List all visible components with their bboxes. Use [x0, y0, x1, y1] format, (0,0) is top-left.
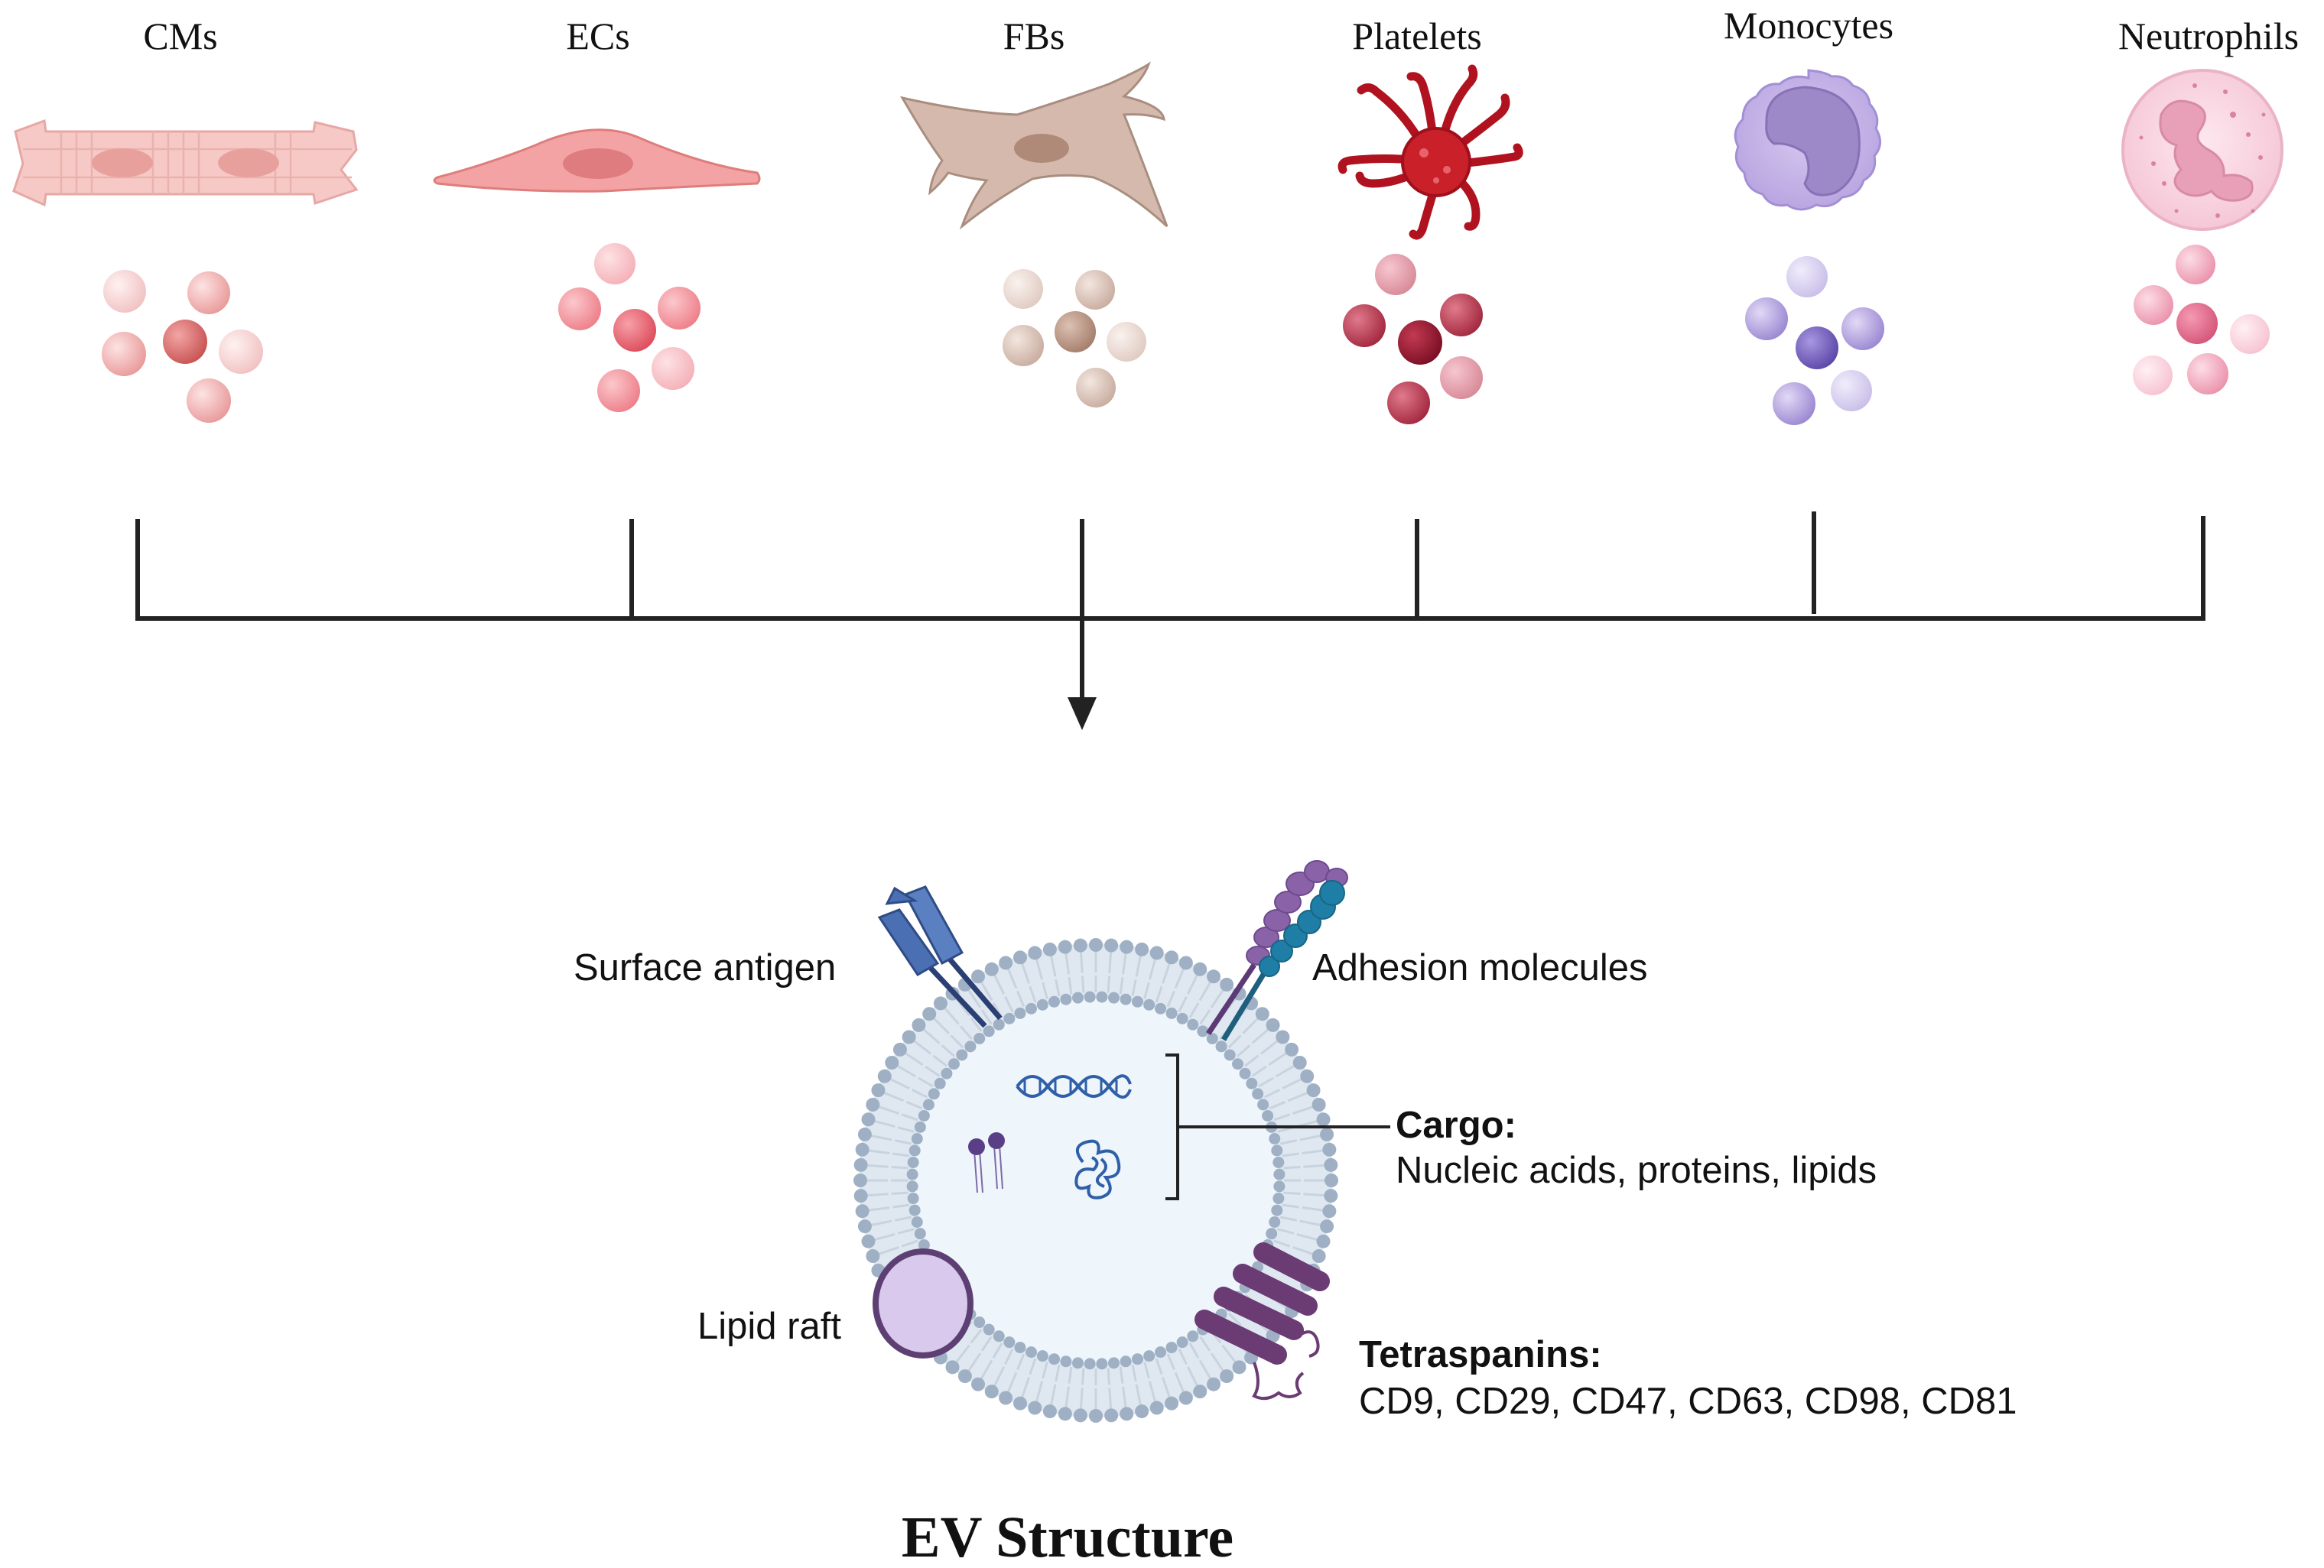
- tetraspanins-text: CD9, CD29, CD47, CD63, CD98, CD81: [1359, 1381, 2017, 1422]
- label-ecs: ECs: [566, 15, 629, 57]
- label-fbs: FBs: [1003, 15, 1065, 57]
- ev-labels: Surface antigen Adhesion molecules Cargo…: [574, 947, 2017, 1422]
- surface-antigen-label: Surface antigen: [574, 947, 836, 989]
- monocyte-cell-icon: [1734, 69, 1881, 211]
- label-neutrophils: Neutrophils: [2118, 15, 2299, 57]
- tetraspanins-title: Tetraspanins:: [1359, 1334, 1602, 1375]
- cargo-title: Cargo:: [1396, 1105, 1516, 1146]
- cargo-bracket: [1165, 1053, 1390, 1200]
- label-cms: CMs: [143, 15, 217, 57]
- lipid-molecule-icon: [968, 1132, 1005, 1193]
- fbs-ev-cluster: [1003, 269, 1146, 407]
- surface-antigen-icon: [877, 885, 1003, 1028]
- adhesion-molecules-icon: [1206, 860, 1348, 1041]
- down-arrow-icon: [1068, 697, 1097, 730]
- platelet-cell-icon: [1338, 64, 1523, 240]
- figure-title: EV Structure: [902, 1505, 1234, 1568]
- neutrophils-ev-cluster: [2133, 245, 2270, 395]
- adhesion-molecules-label: Adhesion molecules: [1312, 947, 1648, 989]
- ecs-ev-cluster: [558, 243, 700, 412]
- neutrophil-cell-icon: [2121, 69, 2283, 231]
- lipid-raft-icon: [873, 1248, 973, 1359]
- monocytes-ev-cluster: [1745, 256, 1884, 425]
- cargo-text: Nucleic acids, proteins, lipids: [1396, 1150, 1877, 1191]
- label-monocytes: Monocytes: [1724, 4, 1893, 47]
- lipid-raft-label: Lipid raft: [697, 1306, 841, 1347]
- cell-type-labels: CMs ECs FBs Platelets Monocytes Neutroph…: [143, 4, 2299, 57]
- connector-bracket: [135, 511, 2205, 706]
- tetraspanin-icon: [1195, 1242, 1330, 1401]
- label-platelets: Platelets: [1352, 15, 1481, 57]
- fibroblast-cell-icon: [899, 61, 1169, 230]
- endothelial-cell-icon: [433, 128, 761, 193]
- protein-icon: [1074, 1139, 1121, 1200]
- cms-ev-cluster: [102, 270, 263, 423]
- cardiomyocyte-cell-icon: [12, 118, 359, 207]
- membrane-lipid-tails: [866, 951, 1325, 1410]
- dna-icon: [1016, 1074, 1132, 1099]
- platelets-ev-cluster: [1343, 254, 1483, 424]
